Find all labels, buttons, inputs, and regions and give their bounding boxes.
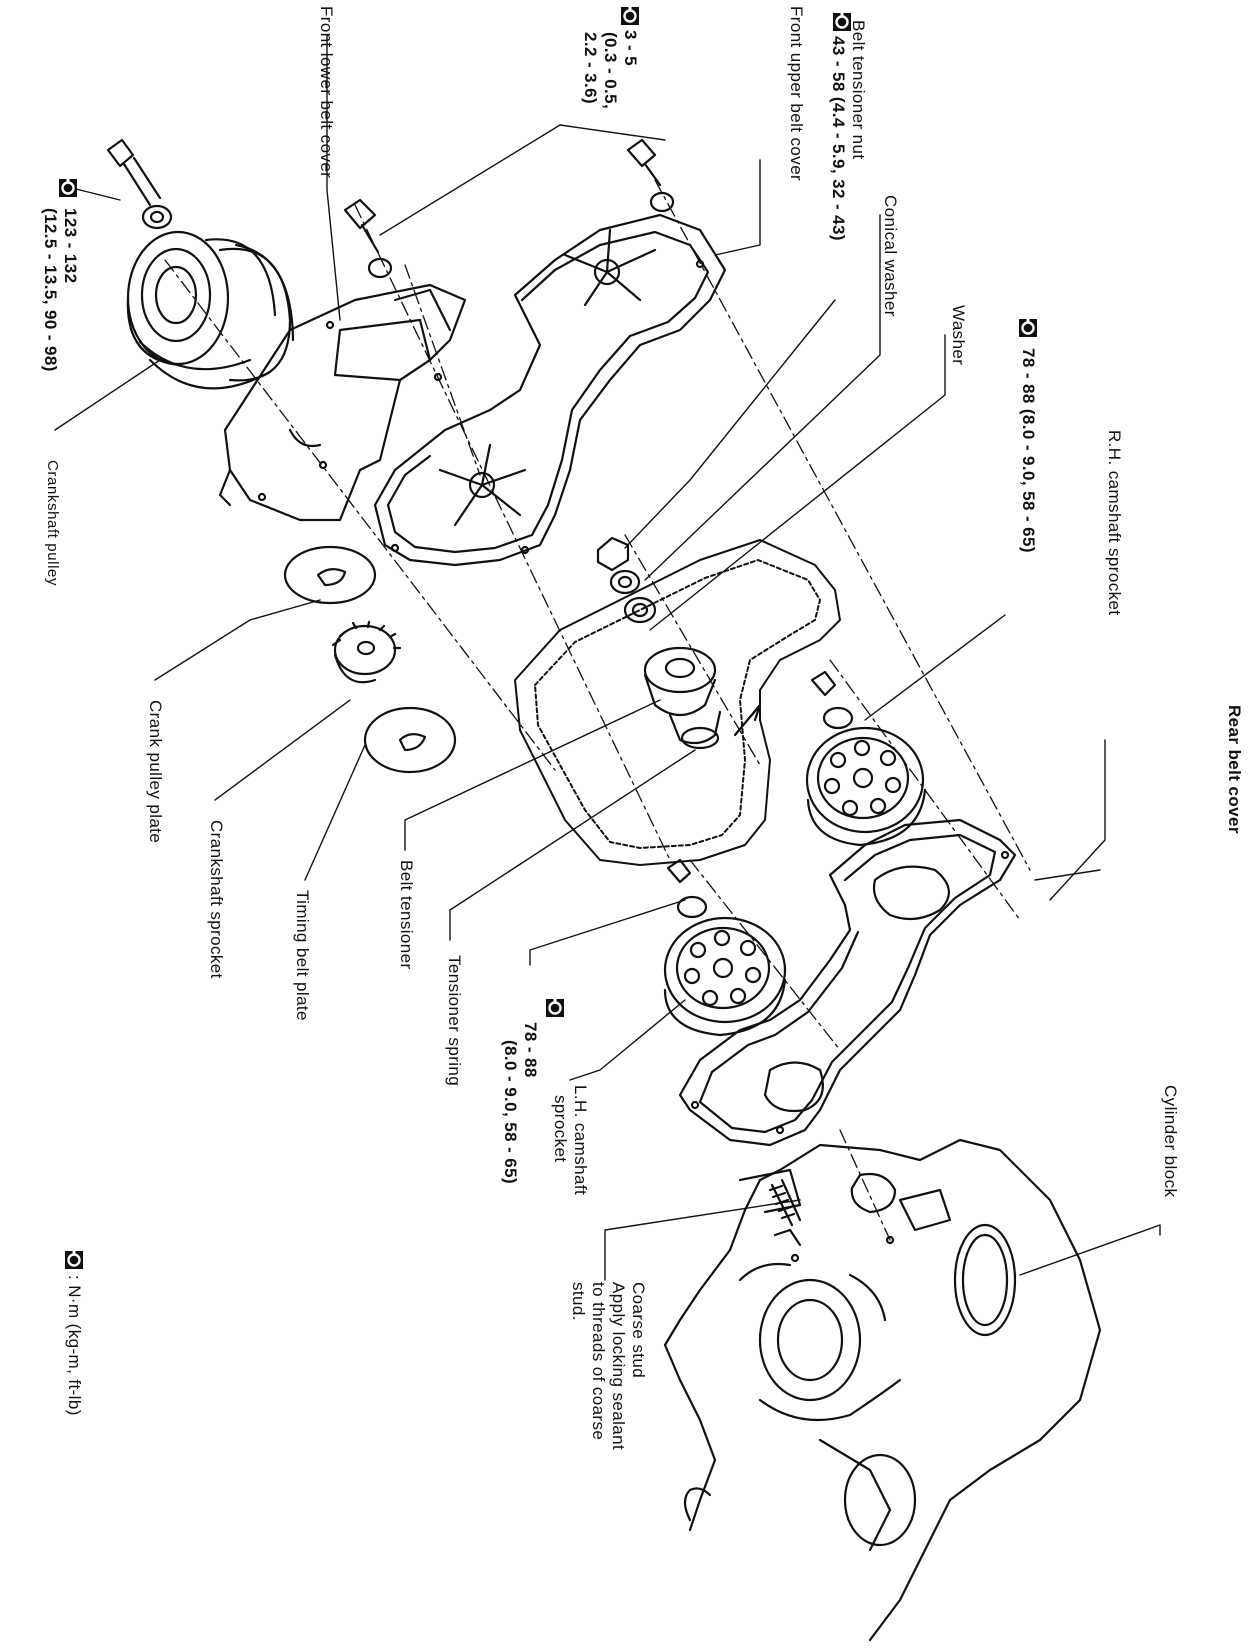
label-coarse-stud-3: to threads of coarse (589, 1282, 608, 1441)
crankshaft-sprocket (331, 620, 402, 684)
center-lines (164, 179, 1031, 1241)
label-conical-washer: Conical washer (881, 195, 900, 317)
torque-wrench-icon (1019, 318, 1037, 337)
rear-belt-cover (678, 818, 1017, 1147)
front-cover-bolts (343, 138, 675, 279)
cylinder-block (663, 1138, 1102, 1642)
label-crankshaft-sprocket: Crankshaft sprocket (207, 820, 226, 979)
label-lh-camshaft-sprocket-1: L.H. camshaft (571, 1085, 590, 1196)
label-tensioner-spring: Tensioner spring (445, 955, 464, 1087)
label-lh-sprocket-torque-2: (8.0 - 9.0, 58 - 65) (501, 1040, 520, 1185)
label-tensioner-nut-torque: 43 - 58 (4.4 - 5.9, 32 - 43) (829, 36, 848, 241)
label-coarse-stud-2: Apply locking sealant (609, 1282, 628, 1451)
legend-torque-units: : N·m (kg-m, ft-lb) (65, 1275, 84, 1416)
crank-pulley-plate (283, 545, 377, 605)
label-front-upper-belt-cover: Front upper belt cover (787, 6, 806, 182)
front-upper-belt-cover (373, 213, 727, 567)
coarse-stud (768, 1178, 802, 1227)
label-coarse-stud-1: Coarse stud (629, 1282, 648, 1379)
timing-belt-plate (363, 706, 457, 774)
torque-wrench-icon (621, 6, 639, 25)
label-front-lower-belt-cover: Front lower belt cover (317, 6, 336, 179)
rh-camshaft-sprocket (805, 670, 927, 847)
timing-belt (514, 539, 841, 866)
leader-lines (54, 34, 1161, 1281)
label-cylinder-block: Cylinder block (1161, 1085, 1180, 1198)
crank-pulley-bolt (106, 138, 173, 230)
label-crankshaft-pulley: Crankshaft pulley (44, 460, 61, 587)
label-crank-pulley-torque-2: (12.5 - 13.5, 90 - 98) (41, 208, 60, 372)
tensioner-nut-and-washers (596, 536, 657, 624)
label-torque-small-bolts-1: 3 - 5 (621, 30, 640, 67)
front-lower-belt-cover (218, 283, 467, 522)
label-torque-small-bolts-2: (0.3 - 0.5, (601, 32, 620, 110)
label-crank-pulley-plate: Crank pulley plate (146, 700, 165, 844)
lh-camshaft-sprocket (663, 858, 787, 1037)
belt-tensioner (643, 646, 762, 750)
torque-wrench-icon (59, 178, 77, 197)
label-crank-pulley-torque-1: 123 - 132 (61, 208, 80, 284)
label-coarse-stud-4: stud. (569, 1282, 588, 1321)
label-torque-small-bolts-3: 2.2 - 3.6) (581, 32, 600, 105)
label-belt-tensioner-nut: Belt tensioner nut (849, 20, 868, 160)
label-belt-tensioner: Belt tensioner (397, 860, 416, 970)
label-lh-camshaft-sprocket-2: sprocket (551, 1095, 570, 1163)
label-timing-belt-plate: Timing belt plate (293, 890, 312, 1021)
torque-wrench-icon (546, 998, 564, 1017)
label-rear-belt-cover: Rear belt cover (1225, 705, 1244, 834)
torque-wrench-icon (833, 12, 851, 31)
label-washer: Washer (949, 305, 968, 366)
label-lh-sprocket-torque-1: 78 - 88 (521, 1022, 540, 1078)
label-rh-camshaft-sprocket: R.H. camshaft sprocket (1105, 430, 1124, 616)
torque-wrench-icon (65, 1250, 83, 1269)
crankshaft-pulley (126, 230, 295, 390)
label-rh-sprocket-torque: 78 - 88 (8.0 - 9.0, 58 - 65) (1019, 348, 1038, 553)
